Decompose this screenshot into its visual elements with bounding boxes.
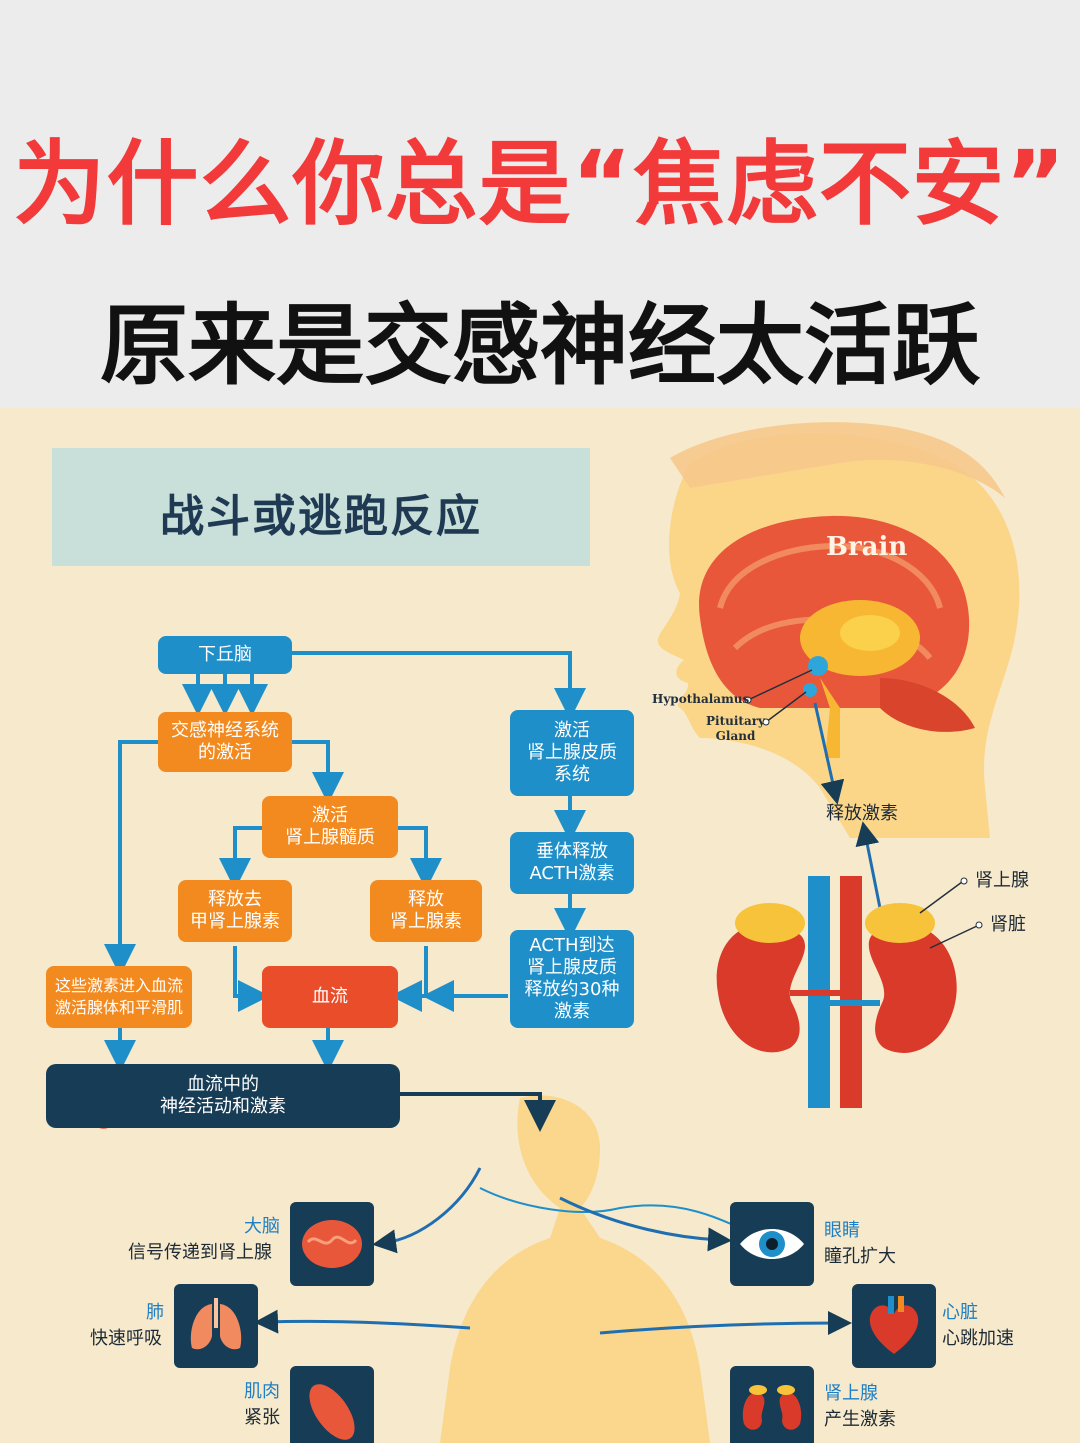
adrenal-gland-label: 肾上腺 [975,870,1029,891]
effect-eyes-title: 眼睛 [824,1220,860,1241]
flow-acth-cortex: ACTH到达 肾上腺皮质 释放约30种 激素 [510,930,634,1028]
flow-release-epinephrine: 释放 肾上腺素 [370,880,482,942]
release-hormone-label: 释放激素 [826,803,898,824]
eye-icon [730,1202,814,1286]
pituitary-label: Pituitary Gland [706,714,766,743]
header: 为什么你总是“焦虑不安” 原来是交感神经太活跃 [0,0,1080,408]
headline-question: 为什么你总是“焦虑不安” [13,131,1067,238]
effect-muscle-desc: 紧张 [244,1407,280,1428]
flow-sympathetic-activation: 交感神经系统 的激活 [158,712,292,772]
effect-adrenal-title: 肾上腺 [824,1383,878,1404]
flow-activate-cortex: 激活 肾上腺皮质 系统 [510,710,634,796]
fight-or-flight-poster: 战斗或逃跑反应 Brain Hypothalamus Pituitary Gla… [0,408,1080,1443]
brain-icon [290,1202,374,1286]
effect-brain-desc: 信号传递到肾上腺 [128,1242,272,1263]
hair [670,422,1005,498]
flow-activate-medulla: 激活 肾上腺髓质 [262,796,398,858]
effect-lungs-desc: 快速呼吸 [90,1328,162,1349]
effect-heart-title: 心脏 [942,1302,978,1323]
flow-hypothalamus: 下丘脑 [158,636,292,674]
flow-release-norepinephrine: 释放去 甲肾上腺素 [178,880,292,942]
body-silhouette [440,1095,710,1443]
kidney-left-shape [716,924,805,1053]
title-panel: 战斗或逃跑反应 [52,448,590,566]
lungs-icon [174,1284,258,1368]
poster-artwork [68,422,1020,1443]
flow-neural-hormones: 血流中的 神经活动和激素 [46,1064,400,1128]
effect-eyes-desc: 瞳孔扩大 [824,1246,896,1267]
effect-lungs-title: 肺 [146,1302,164,1323]
kidney-label: 肾脏 [990,914,1026,935]
effect-adrenal-desc: 产生激素 [824,1409,896,1430]
hypothalamus-label: Hypothalamus [652,692,750,706]
effect-heart-desc: 心跳加速 [942,1328,1014,1349]
flow-bloodstream: 血流 [262,966,398,1028]
muscle-icon [290,1366,374,1443]
release-arrow [855,821,884,919]
adrenal-icon [730,1366,814,1443]
headline-answer: 原来是交感神经太活跃 [99,294,980,397]
flow-hormones-enter-blood: 这些激素进入血流 激活腺体和平滑肌 [46,966,192,1028]
kidney-right-shape [868,924,957,1053]
effect-muscle-title: 肌肉 [244,1381,280,1402]
heart-icon [852,1284,936,1368]
flow-pituitary-acth: 垂体释放 ACTH激素 [510,832,634,894]
panel-title: 战斗或逃跑反应 [160,491,482,542]
effect-brain-title: 大脑 [244,1216,280,1237]
brain-label: Brain [826,532,908,562]
